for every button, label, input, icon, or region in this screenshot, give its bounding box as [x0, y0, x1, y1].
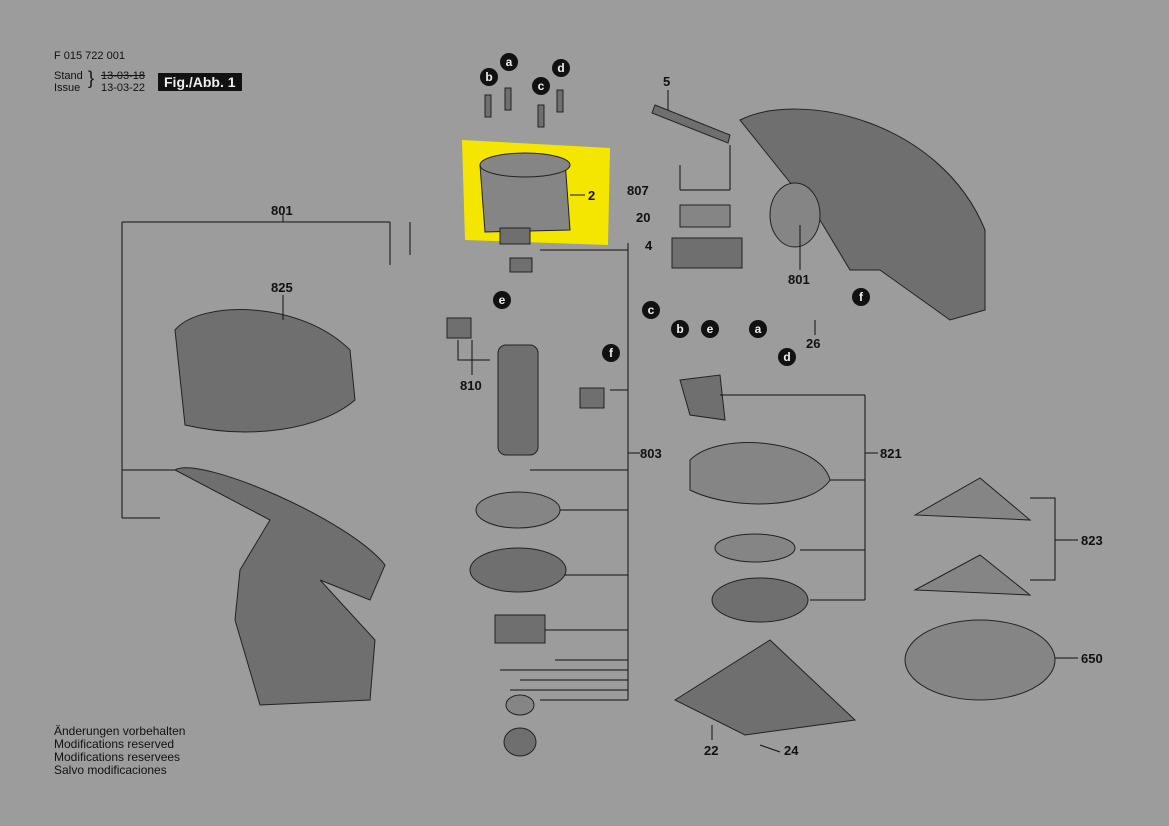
board-part-4	[671, 237, 743, 269]
wire-a: a	[506, 55, 513, 69]
stator-part-2	[479, 152, 571, 245]
wire-d: d	[557, 61, 564, 75]
issue-date: 13-03-22	[101, 82, 146, 94]
label-650: 650	[1081, 651, 1103, 666]
cable-part-5	[651, 104, 731, 144]
label-4: 4	[645, 238, 653, 253]
wire-b: b	[676, 322, 683, 336]
label-823: 823	[1081, 533, 1103, 548]
callout-lines	[121, 90, 1078, 753]
label-26: 26	[806, 336, 820, 351]
note: Änderungen vorbehalten	[54, 724, 186, 738]
housing-cover-825	[174, 309, 356, 433]
wire-b: b	[485, 70, 492, 84]
sanding-sheet-823	[913, 477, 1032, 521]
label-5: 5	[663, 74, 670, 89]
label-803: 803	[640, 446, 662, 461]
label-810: 810	[460, 378, 482, 393]
sanding-pad-650	[904, 619, 1056, 701]
wire-e: e	[707, 322, 714, 336]
label-821: 821	[880, 446, 902, 461]
armature	[469, 257, 567, 757]
label-24: 24	[784, 743, 799, 758]
note: Modifications reservees	[54, 750, 181, 764]
part-number: F 015 722 001	[54, 50, 125, 62]
brush-holder	[579, 387, 605, 409]
wire-c: c	[648, 303, 655, 317]
switch-part-20	[679, 204, 731, 228]
label-2: 2	[588, 188, 595, 203]
label-801: 801	[271, 203, 293, 218]
modification-notes: Änderungen vorbehalten Modifications res…	[54, 725, 185, 777]
base-assembly	[673, 374, 857, 736]
figure-badge: Fig./Abb. 1	[158, 73, 242, 91]
stand-label: Stand	[54, 70, 83, 82]
issue-label: Issue	[54, 82, 81, 94]
label-825: 825	[271, 280, 293, 295]
label-801: 801	[788, 272, 810, 287]
stand-date: 13-03-18	[101, 70, 146, 82]
leads	[484, 87, 564, 128]
label-807: 807	[627, 183, 649, 198]
brush-holder	[446, 317, 472, 339]
wire-a: a	[755, 322, 762, 336]
label-20: 20	[636, 210, 650, 225]
label-22: 22	[704, 743, 718, 758]
sanding-sheet-823	[913, 554, 1032, 596]
wire-d: d	[783, 350, 790, 364]
brace: }	[88, 68, 95, 88]
wire-e: e	[499, 293, 506, 307]
wire-f: f	[859, 290, 864, 304]
note: Salvo modificaciones	[54, 763, 167, 777]
wire-f: f	[609, 346, 614, 360]
wire-markers: a b c d e f f c b e a d	[480, 53, 870, 366]
wire-c: c	[538, 79, 545, 93]
motor-housing	[173, 467, 386, 706]
housing-shell	[739, 108, 986, 321]
note: Modifications reserved	[54, 737, 175, 751]
o-ring	[769, 182, 821, 248]
